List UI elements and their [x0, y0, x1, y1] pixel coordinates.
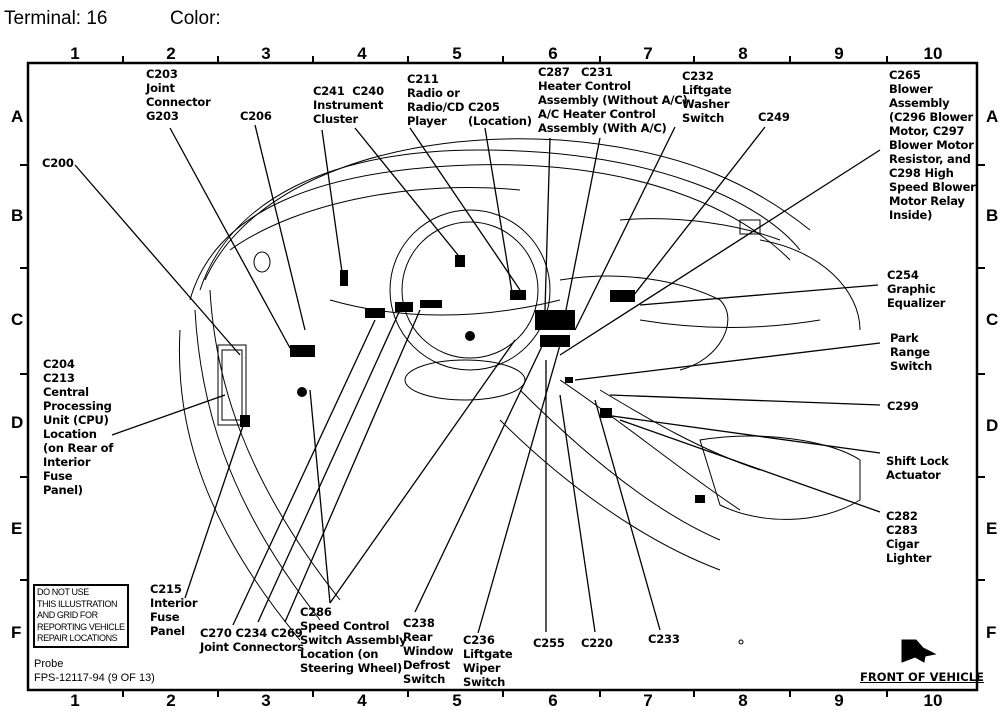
grid-ticks: [20, 56, 985, 697]
connector-cluster-2: [395, 302, 413, 312]
grid-row-a-left: A: [11, 107, 24, 126]
label-park-range-switch: Park Range Switch: [890, 331, 933, 373]
label-c282-c283-cigar-lighter: C282 C283 Cigar Lighter: [886, 509, 932, 565]
connector-c249: [610, 290, 635, 302]
label-c270-c234-c269-joint-connectors: C270 C234 C269 Joint Connectors: [200, 626, 304, 654]
grid-col-1-bottom: 1: [70, 691, 80, 710]
label-c206: C206: [240, 109, 272, 123]
figure-id: FPS-12117-94 (9 OF 13): [34, 672, 155, 684]
label-c232-liftgate-washer: C232 Liftgate Washer Switch: [682, 69, 732, 125]
label-c205-location: C205 (Location): [468, 100, 532, 128]
grid-col-3-bottom: 3: [261, 691, 271, 710]
grid-row-e-left: E: [11, 519, 23, 538]
connector-heater-2: [540, 335, 570, 347]
grid-col-2-top: 2: [166, 44, 176, 63]
label-c200: C200: [42, 156, 74, 170]
terminal-label: Terminal: 16: [4, 8, 108, 29]
color-label: Color:: [170, 8, 221, 29]
label-c203-joint-connector: C203 Joint Connector G203: [146, 67, 211, 123]
label-c204-c213-cpu: C204 C213 Central Processing Unit (CPU) …: [43, 357, 114, 497]
connector-cluster-3: [420, 300, 442, 308]
connector-c203: [290, 345, 315, 357]
grid-row-d-right: D: [986, 416, 999, 435]
grid-col-3-top: 3: [261, 44, 271, 63]
connector-c206: [297, 387, 307, 397]
leader-lines: [74, 124, 881, 634]
grid-col-9-top: 9: [834, 44, 844, 63]
connector-blobs: [240, 255, 705, 503]
grid-row-c-right: C: [986, 310, 999, 329]
grid-col-7-top: 7: [643, 44, 653, 63]
grid-row-e-right: E: [986, 519, 998, 538]
connector-c299: [600, 408, 612, 418]
label-c299: C299: [887, 399, 919, 413]
dashboard-illustration: [178, 138, 861, 641]
front-of-vehicle-label: FRONT OF VEHICLE: [860, 670, 984, 684]
grid-col-7-bottom: 7: [643, 691, 653, 710]
grid-col-6-bottom: 6: [548, 691, 558, 710]
connector-heater: [535, 310, 575, 330]
connector-c211: [455, 255, 465, 267]
label-c236-liftgate-wiper: C236 Liftgate Wiper Switch: [463, 633, 513, 689]
grid-row-c-left: C: [11, 310, 24, 329]
connector-park-range: [565, 377, 573, 383]
grid-col-5-top: 5: [452, 44, 462, 63]
label-c255: C255: [533, 636, 565, 650]
grid-col-4-top: 4: [357, 44, 367, 63]
connector-cluster-1: [365, 308, 385, 318]
grid-col-1-top: 1: [70, 44, 80, 63]
warning-notice-box: DO NOT USE THIS ILLUSTRATION AND GRID FO…: [33, 584, 129, 648]
grid-col-8-bottom: 8: [738, 691, 748, 710]
label-c238-rear-window-defrost: C238 Rear Window Defrost Switch: [403, 616, 454, 686]
connector-c241: [340, 270, 348, 286]
grid-row-b-right: B: [986, 206, 999, 225]
vehicle-model: Probe: [34, 658, 64, 670]
grid-col-6-top: 6: [548, 44, 558, 63]
grid-row-f-left: F: [11, 623, 22, 642]
connector-horn: [465, 331, 475, 341]
grid-col-9-bottom: 9: [834, 691, 844, 710]
label-c241-c240-instrument-cluster: C241 C240 Instrument Cluster: [313, 84, 384, 126]
label-c233: C233: [648, 632, 680, 646]
grid-col-2-bottom: 2: [166, 691, 176, 710]
label-c287-c231-heater-control: C287 C231 Heater Control Assembly (Witho…: [538, 65, 688, 135]
connector-c282: [695, 495, 705, 503]
grid-col-8-top: 8: [738, 44, 748, 63]
reference-dot: [738, 639, 744, 645]
label-c215-interior-fuse-panel: C215 Interior Fuse Panel: [150, 582, 198, 638]
grid-row-b-left: B: [11, 206, 24, 225]
label-c286-speed-control: C286 Speed Control Switch Assembly Locat…: [300, 605, 407, 675]
grid-col-10-top: 10: [923, 44, 943, 63]
label-c249: C249: [758, 110, 790, 124]
connector-c205: [510, 290, 526, 300]
label-shift-lock-actuator: Shift Lock Actuator: [886, 454, 949, 482]
grid-col-5-bottom: 5: [452, 691, 462, 710]
label-c211-radio: C211 Radio or Radio/CD Player: [407, 72, 465, 128]
grid-col-10-bottom: 10: [923, 691, 943, 710]
label-c265-blower-assembly: C265 Blower Assembly (C296 Blower Motor,…: [889, 68, 976, 222]
front-arrow-icon: [901, 639, 937, 663]
grid-col-4-bottom: 4: [357, 691, 367, 710]
grid-row-f-right: F: [986, 623, 997, 642]
grid-row-a-right: A: [986, 107, 999, 126]
label-c220: C220: [581, 636, 613, 650]
label-c254-graphic-equalizer: C254 Graphic Equalizer: [887, 268, 946, 310]
grid-row-d-left: D: [11, 413, 24, 432]
